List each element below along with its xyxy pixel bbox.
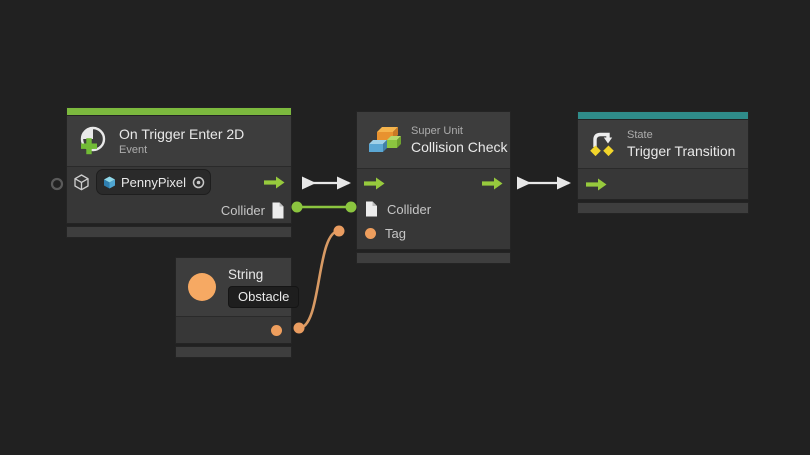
node-footer	[176, 347, 291, 357]
orange-dot-port[interactable]	[271, 324, 282, 336]
node-header[interactable]: Super Unit Collision Check	[357, 112, 510, 169]
node-trigger-transition[interactable]: State Trigger Transition	[578, 112, 748, 213]
orange-dot-port[interactable]	[365, 227, 376, 239]
flow-output-arrow-icon[interactable]	[264, 176, 285, 189]
event-icon	[77, 125, 109, 157]
collider-input-row[interactable]: Collider	[357, 197, 510, 221]
string-output-row[interactable]	[176, 317, 291, 343]
string-circle-icon	[188, 273, 216, 301]
node-footer	[578, 203, 748, 213]
control-connection-collision-to-transition[interactable]	[517, 176, 571, 190]
gameobject-cube-icon	[72, 173, 91, 192]
string-value-field[interactable]: Obstacle	[228, 286, 300, 308]
node-on-trigger-enter-2d[interactable]: On Trigger Enter 2D Event	[67, 108, 291, 237]
node-header[interactable]: State Trigger Transition	[578, 120, 748, 169]
flow-input-arrow-icon[interactable]	[586, 178, 607, 191]
node-accent-bar	[67, 108, 291, 116]
node-header[interactable]: On Trigger Enter 2D Event	[67, 116, 291, 167]
value-connection-string-to-tag[interactable]	[293, 225, 345, 334]
node-subtitle: Event	[119, 144, 148, 156]
node-collision-check[interactable]: Super Unit Collision Check	[357, 112, 510, 263]
node-title: Trigger Transition	[627, 143, 736, 159]
collider-output-row[interactable]: Collider	[67, 197, 291, 223]
target-picker-icon[interactable]	[191, 175, 206, 190]
prefab-cube-icon	[103, 176, 116, 189]
node-title: String	[228, 267, 264, 282]
flow-output-arrow-icon[interactable]	[482, 177, 503, 190]
target-row: PennyPixel	[67, 167, 291, 197]
node-accent-bar	[578, 112, 748, 120]
super-unit-boxes-icon	[367, 124, 403, 156]
state-transition-icon	[588, 129, 618, 159]
target-object-value: PennyPixel	[121, 174, 187, 190]
file-icon	[365, 201, 378, 217]
tag-input-label: Tag	[385, 225, 406, 241]
node-title: Collision Check	[411, 139, 508, 155]
node-footer	[357, 253, 510, 263]
node-kicker: Super Unit	[411, 125, 463, 137]
control-flow-row	[357, 169, 510, 197]
empty-port-ring[interactable]	[50, 177, 64, 191]
node-header[interactable]: String Obstacle	[176, 258, 300, 317]
control-connection-trigger-to-collision[interactable]	[302, 176, 351, 190]
node-kicker: State	[627, 129, 653, 141]
flow-input-arrow-icon[interactable]	[364, 177, 385, 190]
node-string-literal[interactable]: String Obstacle	[176, 258, 300, 357]
node-title: On Trigger Enter 2D	[119, 126, 245, 142]
node-footer	[67, 227, 291, 237]
target-object-field[interactable]: PennyPixel	[96, 169, 212, 195]
value-connection-collider[interactable]	[291, 201, 357, 213]
control-flow-row	[578, 169, 748, 199]
tag-input-row[interactable]: Tag	[357, 221, 510, 245]
collider-output-label: Collider	[220, 202, 265, 218]
collider-input-label: Collider	[387, 201, 432, 217]
file-icon	[271, 202, 285, 219]
